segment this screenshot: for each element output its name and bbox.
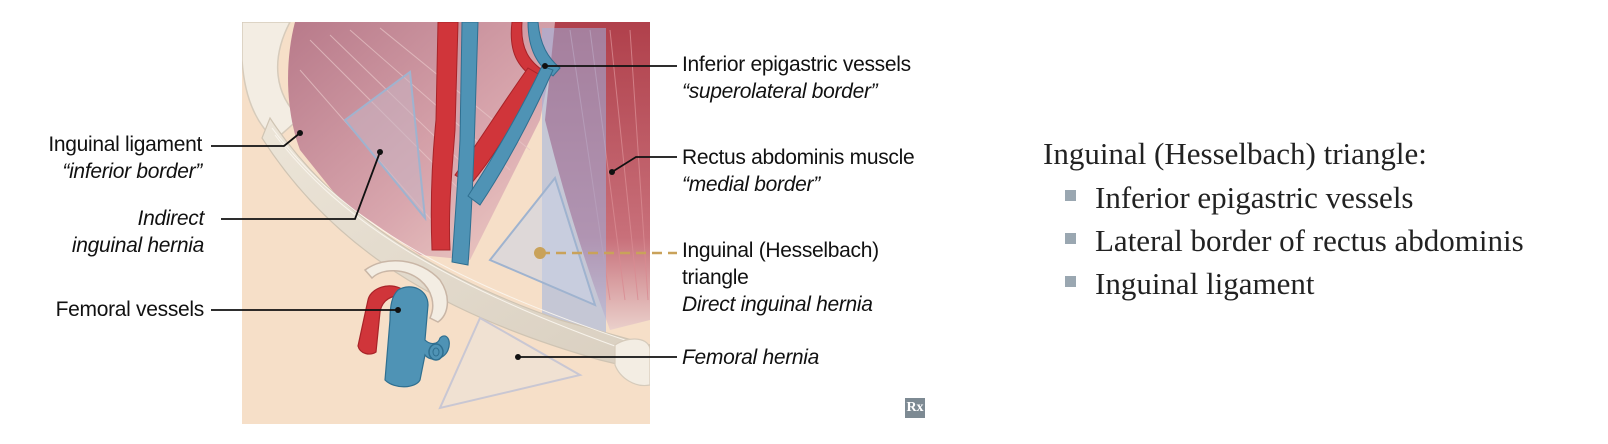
leader-indirect-hernia: [221, 151, 381, 220]
indirect-hernia-zone: [343, 70, 427, 222]
list-item: Lateral border of rectus abdominis: [1065, 219, 1524, 262]
abdominal-wall-muscle: [288, 22, 560, 260]
summary-panel: Inguinal (Hesselbach) triangle: Inferior…: [1043, 134, 1524, 305]
label-indirect-hernia: Indirect inguinal hernia: [71, 207, 204, 257]
bullet-icon: [1065, 190, 1076, 201]
label-inguinal-ligament: Inguinal ligament “inferior border”: [48, 133, 202, 183]
list-item: Inguinal ligament: [1065, 262, 1524, 305]
hesselbach-triangle-figure: Inferior epigastric vessels “superolater…: [48, 22, 925, 424]
leader-rectus-abdominis: [611, 156, 677, 173]
femoral-hernia-zone: [438, 316, 583, 410]
summary-list: Inferior epigastric vessels Lateral bord…: [1043, 176, 1524, 305]
anatomy-illustration: [211, 22, 677, 424]
femoral-vein: [384, 286, 450, 388]
bullet-icon: [1065, 233, 1076, 244]
label-hesselbach: Inguinal (Hesselbach) triangle Direct in…: [682, 239, 879, 316]
rx-logo: Rx: [905, 398, 925, 418]
bullet-icon: [1065, 276, 1076, 287]
label-rectus-abdominis: Rectus abdominis muscle “medial border”: [682, 146, 915, 196]
leader-inguinal-ligament: [211, 132, 301, 147]
hesselbach-marker: [534, 247, 546, 259]
label-femoral-hernia: Femoral hernia: [682, 346, 820, 369]
epigastric-vein-branch: [467, 65, 554, 206]
epigastric-artery-trunk: [430, 22, 459, 251]
label-femoral-vessels: Femoral vessels: [55, 298, 205, 321]
summary-heading: Inguinal (Hesselbach) triangle:: [1043, 136, 1427, 171]
direct-hernia-zone: [488, 175, 597, 307]
femoral-artery: [357, 285, 407, 355]
epigastric-vein-trunk: [451, 22, 479, 266]
list-item: Inferior epigastric vessels: [1065, 176, 1524, 219]
label-inferior-epigastric: Inferior epigastric vessels “superolater…: [682, 53, 911, 103]
